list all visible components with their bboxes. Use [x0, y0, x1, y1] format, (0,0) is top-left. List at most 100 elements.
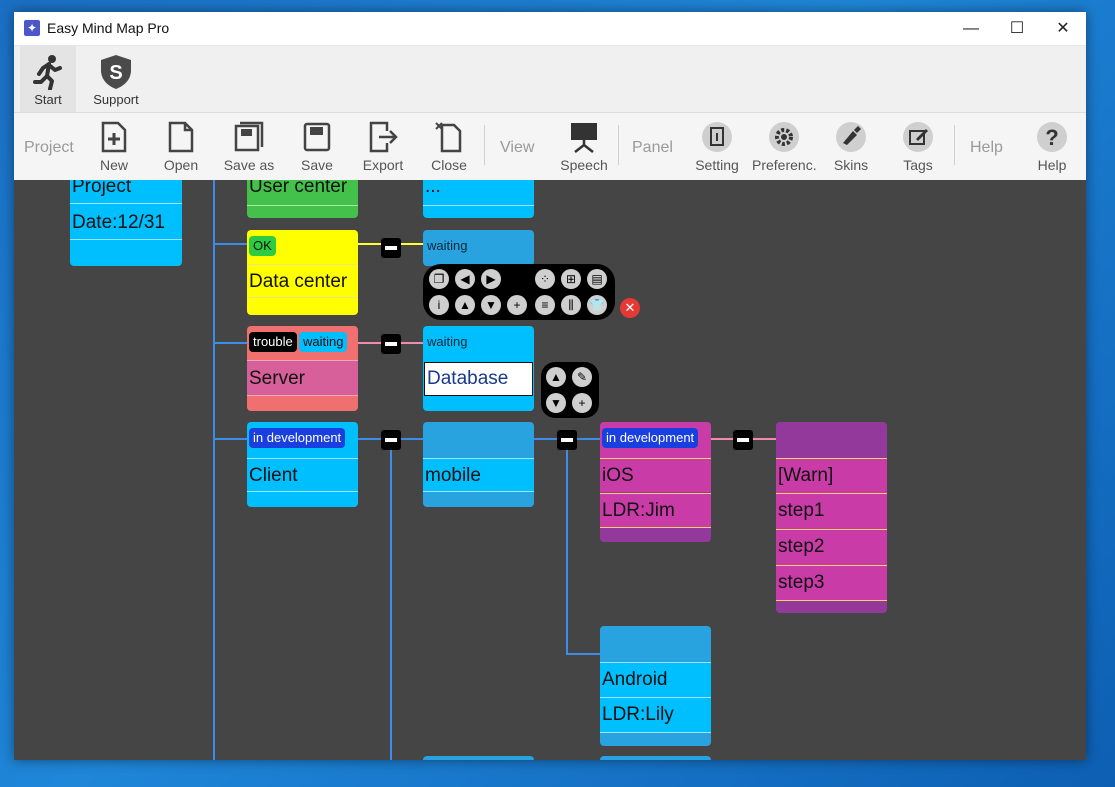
close-window-button[interactable]: ✕ [1056, 20, 1070, 37]
group-label-project: Project [24, 139, 74, 156]
move-right-icon[interactable]: ▶ [481, 269, 501, 289]
setting-button-label: Setting [695, 157, 739, 173]
question-mark-icon: ? [1037, 122, 1067, 152]
app-logo-icon: ✦ [24, 20, 40, 36]
export-button[interactable]: Export [351, 121, 415, 173]
node-text: step1 [776, 493, 887, 529]
new-button[interactable]: New [82, 121, 146, 173]
skin-icon[interactable]: 👕 [587, 295, 607, 315]
status-badge: in development [249, 428, 346, 448]
server-node[interactable]: trouble waiting Server [247, 326, 358, 411]
preferences-button-label: Preferenc. [752, 157, 817, 173]
node-text: LDR:Lily [600, 697, 711, 733]
close-file-button[interactable]: Close [417, 121, 481, 173]
add-sibling-icon[interactable]: + [507, 295, 527, 315]
edit-icon[interactable]: ✎ [572, 367, 592, 387]
add-child-icon[interactable]: + [572, 393, 592, 413]
file-icon [168, 121, 194, 153]
toolbar: Project New Open Save as Save Export Clo… [14, 112, 1086, 182]
node-text: step3 [776, 565, 887, 601]
move-up-icon[interactable]: ▲ [546, 367, 566, 387]
android-node[interactable]: Android LDR:Lily [600, 626, 711, 746]
save-button[interactable]: Save [285, 121, 349, 173]
node-text: Project [70, 180, 182, 204]
move-down-icon[interactable]: ▼ [481, 295, 501, 315]
paint-brush-icon [836, 122, 866, 152]
database-node[interactable]: waiting Database [423, 326, 534, 411]
node-order-toolbar: ▲ ✎ ▼ + [541, 362, 599, 418]
tab-start-label: Start [34, 92, 62, 107]
status-badge: in development [602, 428, 699, 448]
floppy-disk-icon [303, 122, 331, 152]
collapsed-child-node[interactable]: ... [423, 180, 534, 218]
tags-button[interactable]: Tags [886, 121, 950, 173]
toolbar-separator [954, 125, 955, 165]
offscreen-node[interactable] [600, 756, 711, 760]
status-badge: waiting [427, 238, 468, 253]
steps-node[interactable]: [Warn] step1 step2 step3 [776, 422, 887, 613]
offscreen-node[interactable] [423, 756, 534, 760]
gear-icon [769, 122, 799, 152]
data-center-node[interactable]: OK Data center [247, 230, 358, 315]
minimize-button[interactable]: — [963, 20, 979, 37]
save-button-label: Save [301, 157, 333, 173]
mind-map-canvas[interactable]: Project Date:12/31 User center ... OK Da… [14, 180, 1086, 760]
settings-document-icon [702, 122, 732, 152]
ios-node[interactable]: in development iOS LDR:Jim [600, 422, 711, 542]
status-badge: trouble [249, 332, 297, 352]
group-label-panel: Panel [632, 139, 673, 156]
user-center-node[interactable]: User center [247, 180, 358, 218]
collapse-toggle[interactable] [381, 238, 401, 258]
collapse-toggle[interactable] [381, 430, 401, 450]
tab-support[interactable]: S Support [82, 46, 150, 112]
preferences-button[interactable]: Preferenc. [752, 121, 817, 173]
node-text: LDR:Jim [600, 493, 711, 528]
root-node[interactable]: Project Date:12/31 [70, 180, 182, 266]
collapse-toggle[interactable] [557, 430, 577, 450]
help-button[interactable]: ? Help [1020, 121, 1084, 173]
collapse-toggle[interactable] [733, 430, 753, 450]
node-text-editor[interactable]: Database [424, 362, 533, 396]
shield-icon: S [101, 55, 131, 89]
speech-button[interactable]: Speech [552, 121, 616, 173]
copy-icon[interactable]: ❐ [429, 269, 449, 289]
columns-icon[interactable]: ⫼ [561, 295, 581, 315]
toolbar-separator [618, 125, 619, 165]
move-down-icon[interactable]: ▼ [546, 393, 566, 413]
data-child-node[interactable]: waiting [423, 230, 534, 266]
tab-support-label: Support [93, 92, 139, 107]
move-up-icon[interactable]: ▲ [455, 295, 475, 315]
tags-button-label: Tags [903, 157, 933, 173]
svg-text:S: S [109, 62, 122, 84]
move-left-icon[interactable]: ◀ [455, 269, 475, 289]
insert-row-icon[interactable]: ≡ [535, 295, 555, 315]
maximize-button[interactable]: ☐ [1009, 20, 1025, 37]
collapse-toggle[interactable] [381, 334, 401, 354]
node-text: Android [600, 662, 711, 697]
connector-line [213, 438, 247, 440]
node-text: [Warn] [776, 458, 887, 493]
grid-icon[interactable]: ⊞ [561, 269, 581, 289]
svg-text:?: ? [1045, 125, 1058, 150]
connector-line [566, 440, 568, 655]
tab-start[interactable]: Start [20, 46, 76, 112]
style-icon[interactable]: ▤ [587, 269, 607, 289]
group-label-help: Help [970, 139, 1003, 156]
connector-line [213, 342, 247, 344]
save-as-button[interactable]: Save as [217, 121, 281, 173]
skins-button[interactable]: Skins [819, 121, 883, 173]
delete-node-icon[interactable]: ✕ [620, 298, 640, 318]
client-node[interactable]: in development Client [247, 422, 358, 507]
app-window: ✦ Easy Mind Map Pro — ☐ ✕ Start S Suppor… [14, 12, 1086, 760]
toolbar-separator [484, 125, 485, 165]
node-text: User center [247, 180, 358, 206]
mobile-node[interactable]: mobile [423, 422, 534, 507]
setting-button[interactable]: Setting [685, 121, 749, 173]
open-button[interactable]: Open [149, 121, 213, 173]
status-badge: OK [249, 236, 276, 256]
layout-icon[interactable]: ⁘ [535, 269, 555, 289]
info-icon[interactable]: i [429, 295, 449, 315]
title-bar: ✦ Easy Mind Map Pro — ☐ ✕ [14, 12, 1086, 46]
open-button-label: Open [163, 157, 199, 173]
presentation-board-icon [571, 123, 597, 153]
